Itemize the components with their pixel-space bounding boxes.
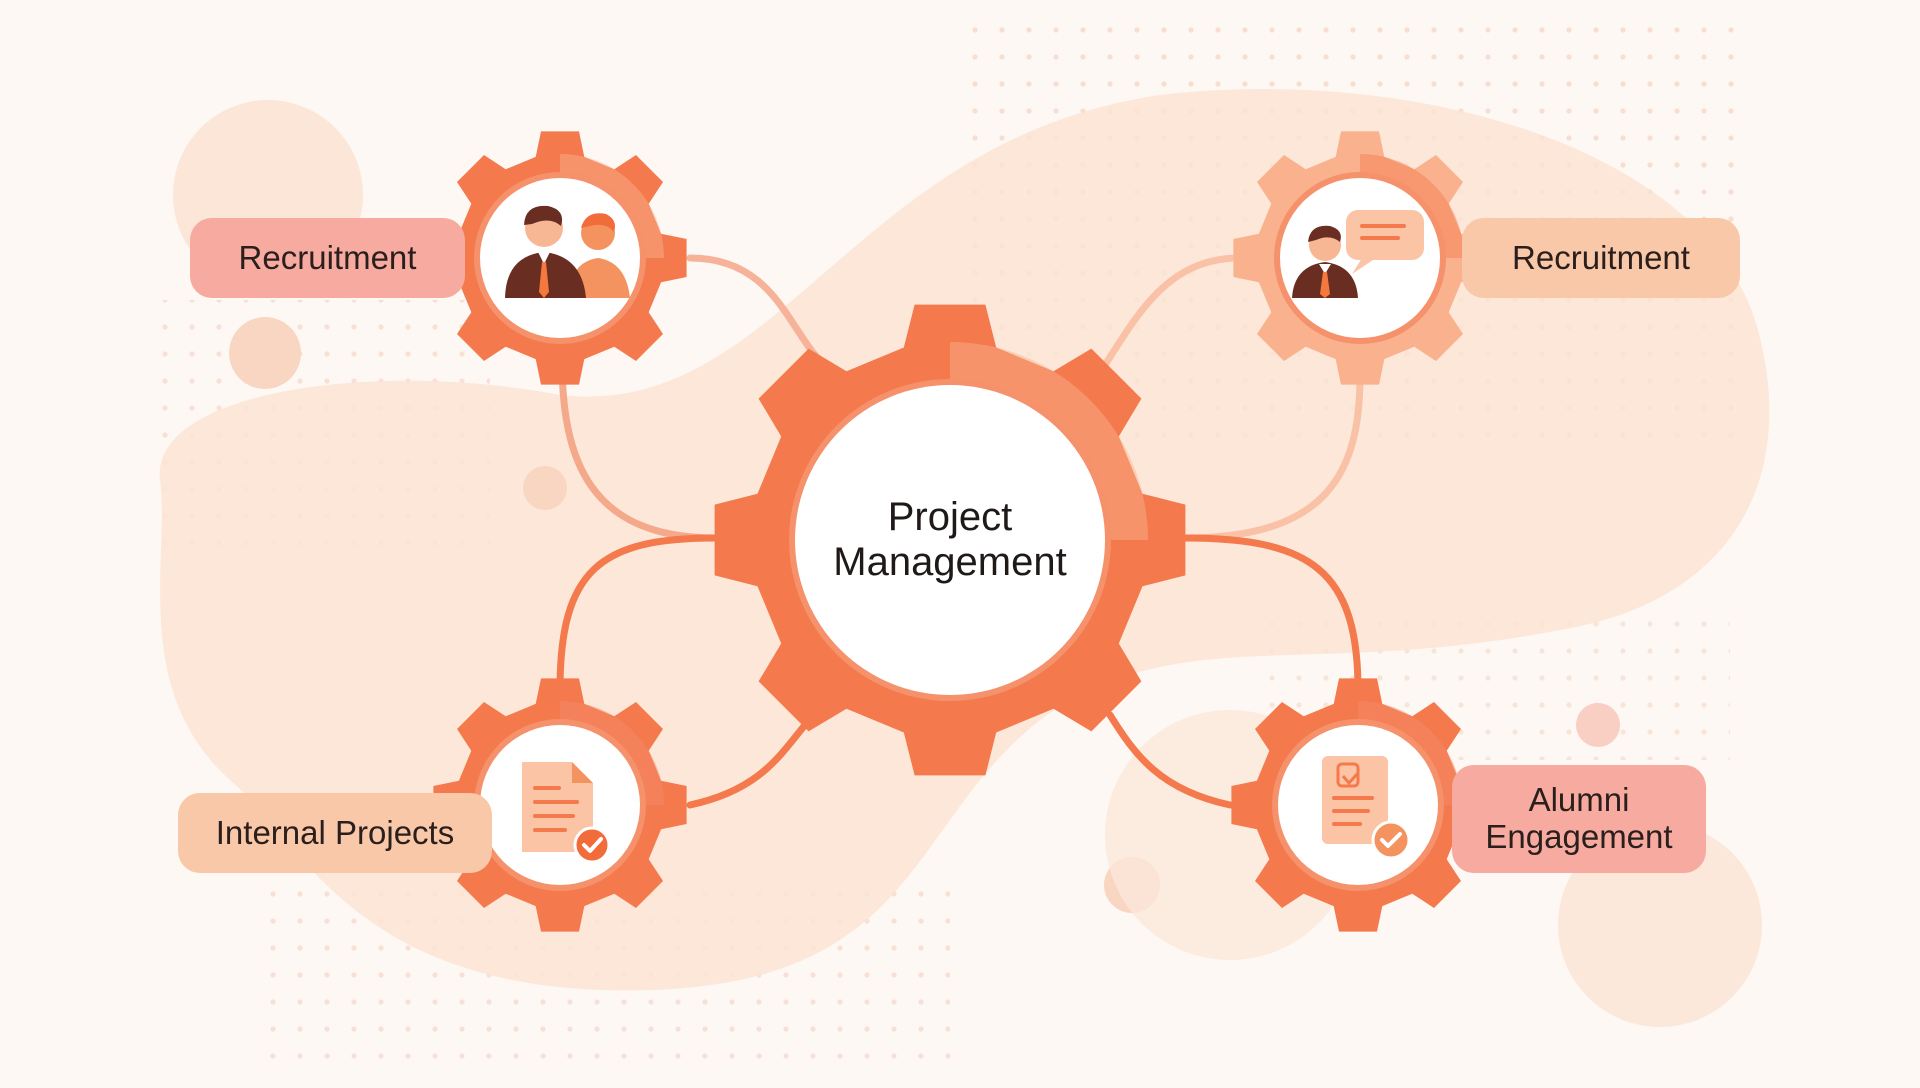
label-internal-projects: Internal Projects [178,793,492,873]
connector-top-left-down [558,356,719,542]
connector-bottom-right [1181,534,1362,694]
label-text-line2: Engagement [1485,818,1673,855]
clipboard-check-icon [1322,756,1411,860]
connector-bottom-left-diag [686,721,809,809]
document-check-icon [522,762,611,864]
label-text: Recruitment [1512,238,1690,276]
label-text: Internal Projects [215,813,455,851]
connector-bottom-right-diag [1106,711,1234,809]
connectors [556,254,1364,809]
center-title: Project Management [800,480,1100,600]
label-text-line1: Alumni [1528,781,1630,819]
gear-center [714,304,1186,776]
interview-chat-icon [1292,210,1424,298]
connector-bottom-left [556,534,719,694]
team-people-icon [505,205,630,298]
connector-top-right [1101,254,1244,369]
label-recruitment-top-left: Recruitment [190,218,465,298]
center-title-line1: Project [887,495,1013,540]
connector-top-right-down [1181,371,1364,542]
center-title-line2: Management [833,540,1067,584]
label-text: Recruitment [238,238,417,276]
label-recruitment-top-right: Recruitment [1462,218,1740,298]
label-alumni-engagement: Alumni Engagement [1452,765,1706,873]
